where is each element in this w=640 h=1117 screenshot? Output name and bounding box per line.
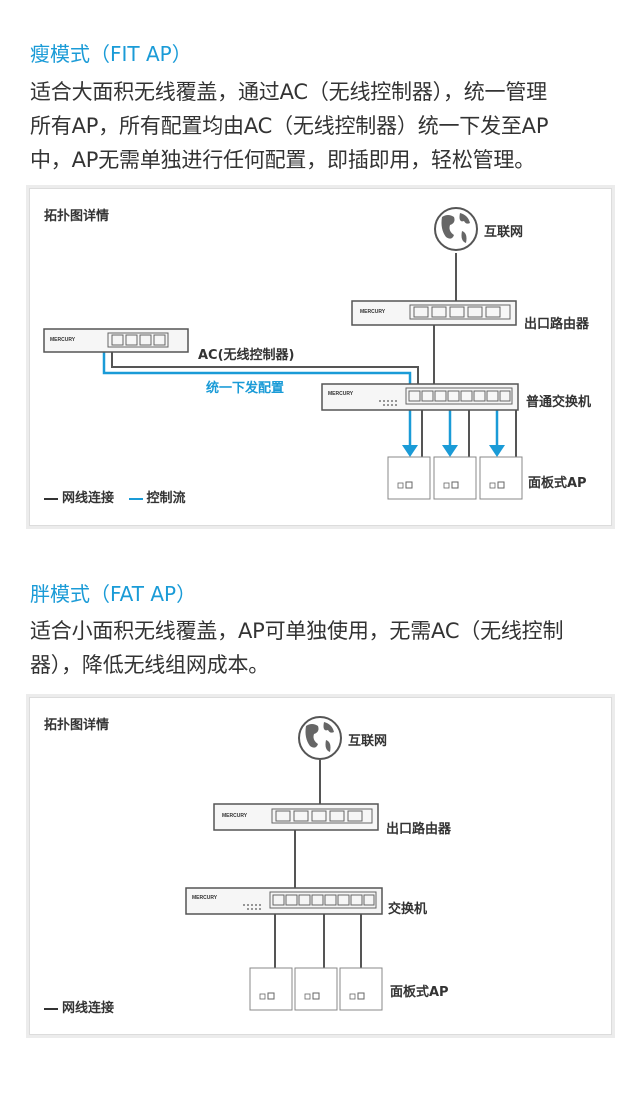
fit-router-brand: MERCURY [360,309,386,315]
fit-push-config-label: 统一下发配置 [206,381,285,396]
fat-panel-ap-1 [249,967,293,1011]
fit-legend-control: 控制流 [146,491,186,506]
fat-switch-brand: MERCURY [192,895,218,901]
fat-switch-device: MERCURY [185,887,383,915]
fit-control-arrows [402,445,505,457]
fat-router-label: 出口路由器 [386,822,452,837]
fat-panel-ap-label: 面板式AP [390,985,449,1000]
fat-desc-line-1: 适合小面积无线覆盖，AP可单独使用，无需AC（无线控制 [30,619,564,643]
fat-panel-ap-2 [294,967,338,1011]
fit-legend-cable: 网线连接 [62,491,115,506]
fit-topology-diagram: MERCURY MERCURY MER [43,207,523,500]
fat-cable-lines [274,760,362,968]
fit-cable-lines [111,253,517,457]
fat-topology-diagram: MERCURY MERCURY [185,716,383,1011]
fit-legend: 网线连接 控制流 [44,487,186,506]
fit-internet-label: 互联网 [484,225,524,240]
fit-mode-title: 瘦模式（FIT AP） [30,42,192,66]
fit-panel-ap-label: 面板式AP [528,476,587,491]
fat-desc-line-2: 器），降低无线组网成本。 [30,653,270,677]
fit-switch-brand: MERCURY [328,391,354,397]
fit-ac-device: MERCURY [43,328,189,353]
fit-topology-panel: 拓扑图详情 [29,188,612,526]
fat-legend-cable: 网线连接 [62,1001,115,1016]
fit-arrow-ap1 [402,445,418,457]
fat-topology-panel: 拓扑图详情 MERCURY [29,697,612,1035]
fit-panel-ap-2 [433,456,477,500]
fit-globe-icon [434,207,478,251]
fat-panel-title: 拓扑图详情 [44,718,110,733]
fit-desc-line-3: 中，AP无需单独进行任何配置，即插即用，轻松管理。 [30,148,536,172]
fat-legend: 网线连接 [44,997,114,1016]
fat-internet-label: 互联网 [348,734,388,749]
cable-legend-swatch [44,497,58,500]
fit-desc-line-2: 所有AP，所有配置均由AC（无线控制器）统一下发至AP [30,114,549,138]
fit-panel-ap-1 [387,456,431,500]
fat-cable-legend-swatch [44,1007,58,1010]
fit-ac-brand: MERCURY [50,337,76,343]
fat-switch-label: 交换机 [388,902,428,917]
fit-arrow-ap3 [489,445,505,457]
fit-desc-line-1: 适合大面积无线覆盖，通过AC（无线控制器），统一管理 [30,80,547,104]
fit-switch-label: 普通交换机 [526,395,592,410]
fat-panel-ap-3 [339,967,383,1011]
fat-mode-title: 胖模式（FAT AP） [30,582,197,606]
fat-router-device: MERCURY [213,803,379,831]
fit-router-label: 出口路由器 [524,317,590,332]
fat-globe-icon [298,716,342,760]
fit-ac-label: AC(无线控制器) [198,348,295,363]
fit-panel-ap-3 [479,456,523,500]
fit-mode-description: 适合大面积无线覆盖，通过AC（无线控制器），统一管理 所有AP，所有配置均由AC… [30,75,615,177]
fit-panel-title: 拓扑图详情 [44,209,110,224]
fit-arrow-ap2 [442,445,458,457]
control-legend-swatch [128,497,143,500]
fat-router-brand: MERCURY [222,813,248,819]
fat-mode-description: 适合小面积无线覆盖，AP可单独使用，无需AC（无线控制 器），降低无线组网成本。 [30,614,615,682]
fit-ac-switch-link [111,352,419,384]
fit-router-device: MERCURY [351,300,517,326]
fit-switch-device: MERCURY [321,383,519,411]
